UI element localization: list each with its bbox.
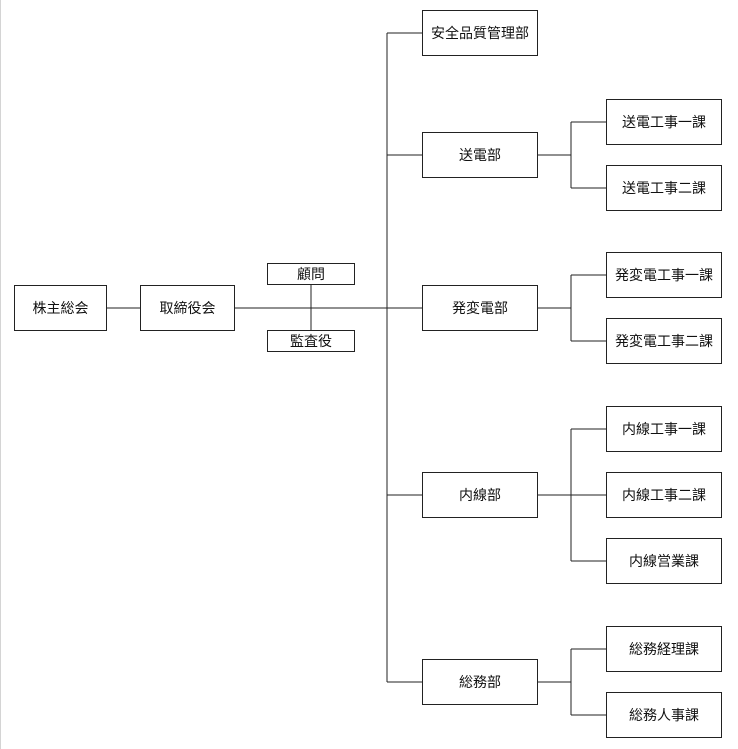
dept-safety-quality-box: 安全品質管理部 bbox=[422, 10, 538, 56]
dept-transmission-box: 送電部 bbox=[422, 132, 538, 178]
advisor-box: 顧問 bbox=[267, 263, 355, 285]
board-box: 取締役会 bbox=[140, 285, 235, 331]
shareholders-meeting-box: 株主総会 bbox=[14, 285, 107, 331]
section-transmission-1-box: 送電工事一課 bbox=[606, 99, 722, 145]
section-inside-wiring-2-box: 内線工事二課 bbox=[606, 472, 722, 518]
section-substation-2-box: 発変電工事二課 bbox=[606, 318, 722, 364]
auditor-box: 監査役 bbox=[267, 330, 355, 352]
section-general-accounting-box: 総務経理課 bbox=[606, 626, 722, 672]
dept-substation-box: 発変電部 bbox=[422, 285, 538, 331]
section-transmission-2-box: 送電工事二課 bbox=[606, 165, 722, 211]
dept-general-affairs-box: 総務部 bbox=[422, 659, 538, 705]
section-substation-1-box: 発変電工事一課 bbox=[606, 252, 722, 298]
section-general-hr-box: 総務人事課 bbox=[606, 692, 722, 738]
section-inside-wiring-sales-box: 内線営業課 bbox=[606, 538, 722, 584]
dept-inside-wiring-box: 内線部 bbox=[422, 472, 538, 518]
section-inside-wiring-1-box: 内線工事一課 bbox=[606, 406, 722, 452]
